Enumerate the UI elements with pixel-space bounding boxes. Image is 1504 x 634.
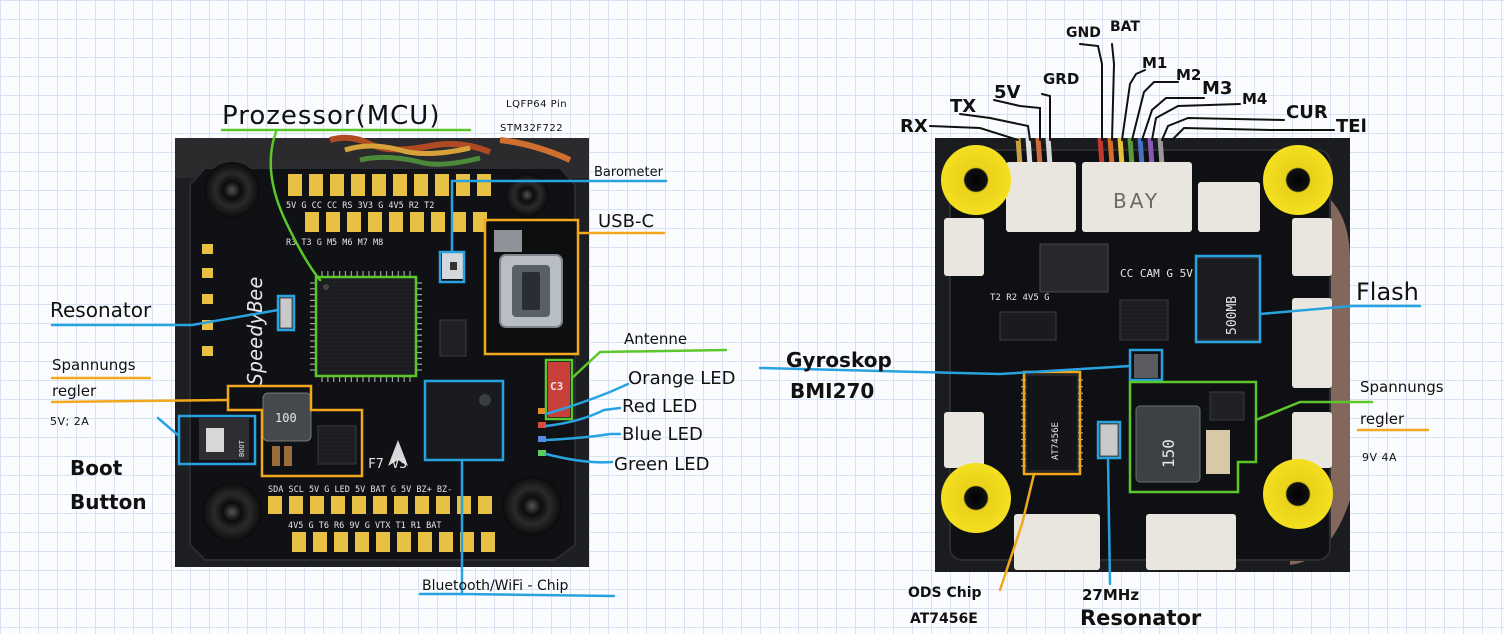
solder-pad xyxy=(415,496,429,514)
pin-label-tel: TEl xyxy=(1336,118,1367,136)
solder-pad xyxy=(368,212,382,232)
solder-pad xyxy=(373,496,387,514)
solder-pad xyxy=(347,212,361,232)
bt-wifi-chip-label: Bluetooth/WiFi - Chip xyxy=(422,579,568,593)
pin-label-grd: GRD xyxy=(1043,72,1079,87)
flash-label: Flash xyxy=(1356,280,1419,304)
solder-pad xyxy=(310,496,324,514)
blue-led-label: Blue LED xyxy=(622,426,703,444)
regulator-label-line-2: regler xyxy=(52,384,96,399)
solder-pad xyxy=(481,532,495,552)
pin-label-m4: M4 xyxy=(1242,92,1267,107)
solder-pad xyxy=(289,496,303,514)
solder-pad xyxy=(330,174,344,196)
silk-brand: SpeedyBee xyxy=(243,277,267,385)
solder-pad xyxy=(372,174,386,196)
resonator-27mhz-label-line-1: 27MHz xyxy=(1082,588,1139,603)
silk-cam-pads: CC CAM G 5V xyxy=(1120,267,1193,280)
silk-top-pads: 5V G CC CC RS 3V3 G 4V5 R2 T2 xyxy=(286,201,434,211)
solder-pad xyxy=(389,212,403,232)
solder-pad xyxy=(394,496,408,514)
regulator-label-line-1: Spannungs xyxy=(52,358,136,373)
silk-bottom-pads: SDA SCL 5V G LED 5V BAT G 5V BZ+ BZ- xyxy=(268,485,452,495)
solder-pad xyxy=(326,212,340,232)
solder-pad xyxy=(313,532,327,552)
solder-pad xyxy=(393,174,407,196)
pin-label-rx: RX xyxy=(900,118,928,136)
solder-pad xyxy=(331,496,345,514)
gyro-label-line-1: Gyroskop xyxy=(786,350,892,370)
solder-pad xyxy=(478,496,492,514)
silk-flash-size: 500MB xyxy=(1225,296,1240,335)
processor-package-note: LQFP64 Pin xyxy=(506,100,567,110)
solder-pad xyxy=(414,174,428,196)
silk-model: F7 V3 xyxy=(368,457,407,472)
regulator-9v-spec-label: 9V 4A xyxy=(1362,452,1397,463)
silk-antenna-c3: C3 xyxy=(550,380,563,393)
regulator-9v-label-line-2: regler xyxy=(1360,412,1404,427)
solder-pad xyxy=(435,174,449,196)
silk-bottom-pads-row-2: 4V5 G T6 R6 9V G VTX T1 R1 BAT xyxy=(288,521,442,531)
solder-pad xyxy=(397,532,411,552)
solder-pad xyxy=(418,532,432,552)
red-led-label: Red LED xyxy=(622,398,697,416)
regulator-9v-label-line-1: Spannungs xyxy=(1360,380,1444,395)
pin-label-m3: M3 xyxy=(1202,80,1232,98)
solder-pad xyxy=(334,532,348,552)
antenna-label: Antenne xyxy=(624,332,687,347)
solder-pad xyxy=(410,212,424,232)
solder-pad xyxy=(431,212,445,232)
silk-inductor-value: 100 xyxy=(275,411,297,425)
silk-inductor-value-right: 150 xyxy=(1159,439,1178,468)
processor-model-note: STM32F722 xyxy=(500,124,563,134)
pin-label-m1: M1 xyxy=(1142,56,1167,71)
resonator-label: Resonator xyxy=(50,300,151,320)
pin-label-cur: CUR xyxy=(1286,104,1328,122)
solder-pad xyxy=(477,174,491,196)
solder-pad xyxy=(436,496,450,514)
left-flight-controller-photo: 5V G CC CC RS 3V3 G 4V5 R2 T2 R3 T3 G M5… xyxy=(175,138,589,567)
usb-c-label: USB-C xyxy=(598,213,654,231)
resonator-27mhz-label-line-2: Resonator xyxy=(1080,608,1201,629)
solder-pad xyxy=(288,174,302,196)
right-power-board-photo: BAY CC CAM G 5V T2 R2 4V5 G 500MB AT7456… xyxy=(935,138,1350,572)
silk-ods-part: AT7456E xyxy=(1051,422,1061,460)
solder-pad xyxy=(355,532,369,552)
processor-label: Prozessor(MCU) xyxy=(222,103,440,129)
regulator-spec-label: 5V; 2A xyxy=(50,416,89,427)
solder-pad xyxy=(351,174,365,196)
solder-pad xyxy=(457,496,471,514)
silk-boot: BOOT xyxy=(238,439,246,457)
barometer-label: Barometer xyxy=(594,166,663,179)
ods-chip-label-line-2: AT7456E xyxy=(910,612,978,626)
solder-pad xyxy=(305,212,319,232)
solder-pad xyxy=(268,496,282,514)
solder-pad xyxy=(292,532,306,552)
ods-chip-label-line-1: ODS Chip xyxy=(908,586,982,600)
solder-pad xyxy=(439,532,453,552)
pin-label-bat: BAT xyxy=(1110,20,1140,34)
silk-uart-pads: T2 R2 4V5 G xyxy=(990,293,1050,303)
pin-label-m2: M2 xyxy=(1176,68,1201,83)
gyro-label-line-2: BMI270 xyxy=(790,381,874,401)
solder-pad xyxy=(352,496,366,514)
boot-button-label-line-1: Boot xyxy=(70,458,122,478)
orange-led-label: Orange LED xyxy=(628,370,736,388)
pin-label-5v: 5V xyxy=(994,84,1020,102)
solder-pad xyxy=(456,174,470,196)
boot-button-label-line-2: Button xyxy=(70,492,147,512)
pin-label-gnd: GND xyxy=(1066,26,1101,40)
solder-pad xyxy=(376,532,390,552)
pin-label-tx: TX xyxy=(950,98,976,116)
silk-top-pads-row-2: R3 T3 G M5 M6 M7 M8 xyxy=(286,238,383,248)
solder-pad xyxy=(309,174,323,196)
solder-pad xyxy=(452,212,466,232)
green-led-label: Green LED xyxy=(614,456,710,474)
silk-bay: BAY xyxy=(1113,189,1160,213)
